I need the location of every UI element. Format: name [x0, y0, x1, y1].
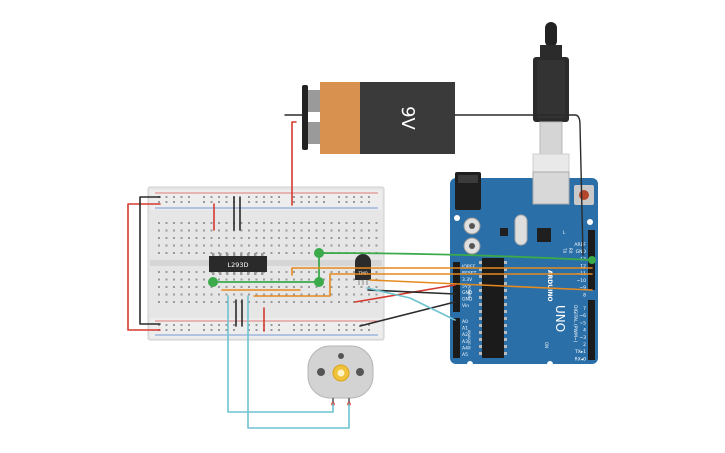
power_header-pin-label: GND — [462, 297, 473, 303]
wire-red-to-5v[interactable] — [354, 284, 456, 303]
bottom_header-pin-label: 7 — [583, 306, 586, 312]
power_header-pin-label: IOREF — [462, 264, 476, 270]
top_header-pin-label: ~9 — [579, 285, 586, 291]
wire-cyan-motor-2[interactable] — [247, 295, 350, 429]
top_header-pin-label: GND — [576, 249, 587, 255]
power_header-pin-label: 5V — [462, 284, 469, 290]
wire-battery-to-gnd[interactable] — [454, 114, 584, 256]
brand-label: ARDUINO — [546, 270, 553, 301]
wires[interactable] — [127, 114, 596, 429]
analog-label: ANALOG IN — [467, 330, 471, 350]
wire-cyan-motor-1[interactable] — [227, 295, 334, 413]
wire-rail-black-loop[interactable] — [139, 196, 161, 325]
wire-rail-red-loop[interactable] — [127, 203, 161, 331]
wire-orange-1[interactable] — [291, 267, 593, 276]
l293d-label: L293D — [227, 261, 248, 269]
battery-label: 9V — [397, 106, 418, 130]
wire-black-to-gnd-1[interactable] — [367, 289, 456, 295]
usb-port — [532, 171, 570, 205]
bottom_header-pin-label: ~3 — [579, 335, 586, 341]
bottom_header-pin-label: RX◂0 — [575, 356, 586, 362]
reset-button[interactable] — [579, 190, 589, 200]
analog_header-pin-label: A2 — [462, 332, 468, 338]
wire-green-enable[interactable] — [212, 252, 593, 283]
bottom_header-pin-label: TX▸1 — [574, 349, 586, 355]
bottom_header-pin-label: ~5 — [579, 320, 586, 326]
top_header-pin-label: ~10 — [577, 278, 587, 284]
analog_header-pin-label: A5 — [462, 352, 468, 358]
top_header-pin-label: 12 — [580, 264, 586, 270]
analog_header-pin-label: A3 — [462, 339, 468, 345]
atmega-chip — [482, 258, 504, 358]
wire-orange-2[interactable] — [253, 273, 593, 297]
battery-9v[interactable]: 9V — [302, 82, 455, 154]
power_header-pin-label: 3.3V — [462, 277, 473, 283]
tx-label: TX — [562, 247, 567, 253]
on-label: ON — [544, 342, 549, 348]
led-label: L — [563, 230, 566, 235]
rx-label: RX — [568, 248, 573, 254]
l293d-driver-chip[interactable]: L293D — [209, 253, 267, 275]
wire-cyan-to-a0[interactable] — [366, 287, 456, 321]
dc-motor[interactable] — [307, 345, 374, 406]
wire-orange-4[interactable] — [369, 279, 593, 291]
analog_header-pin-label: A0 — [462, 319, 468, 325]
wire-black-to-gnd-2[interactable] — [359, 301, 456, 327]
power-label: POWER — [467, 285, 471, 299]
bottom_header-pin-label: 4 — [583, 328, 586, 334]
bottom_header-pin-label: ~6 — [579, 313, 586, 319]
power_header-pin-label: Vin — [462, 303, 469, 309]
analog_header-pin-label: A1 — [462, 326, 468, 332]
top_header-pin-label: AREF — [574, 242, 586, 248]
power_header-pin-label: GND — [462, 290, 473, 296]
analog_header-pin-label: A4 — [462, 345, 468, 351]
top_header-pin-label: 8 — [583, 292, 586, 298]
digital-label: DIGITAL (PWM~) — [572, 305, 578, 343]
model-label: UNO — [553, 305, 567, 332]
wire-battery-red[interactable] — [291, 121, 297, 206]
bottom_header-pin-label: 2 — [583, 342, 586, 348]
